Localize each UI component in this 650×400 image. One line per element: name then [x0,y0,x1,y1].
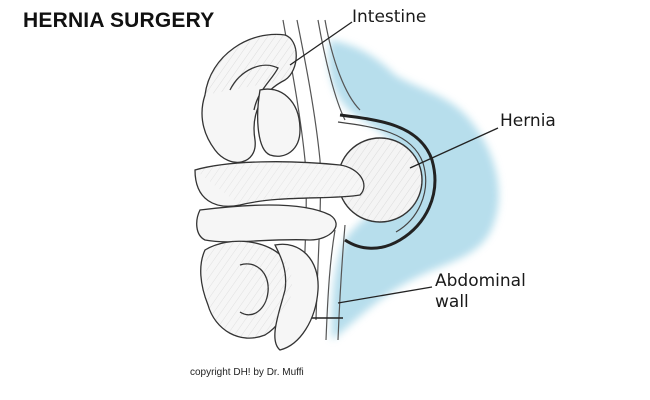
intestine-label: Intestine [352,7,427,27]
page-title: HERNIA SURGERY [23,9,215,32]
abdominal-wall-leader-line [337,286,433,304]
abdominal-wall-label-line2: wall [435,292,469,312]
copyright-text: copyright DH! by Dr. Muffi [190,367,304,378]
abdominal-wall-label-line1: Abdominal [435,271,526,291]
intestine-leader-line [289,21,353,66]
intestine-loops [194,33,365,351]
hernia-label: Hernia [500,111,556,131]
hernia-leader-line [409,127,499,169]
leader-lines [289,21,499,304]
